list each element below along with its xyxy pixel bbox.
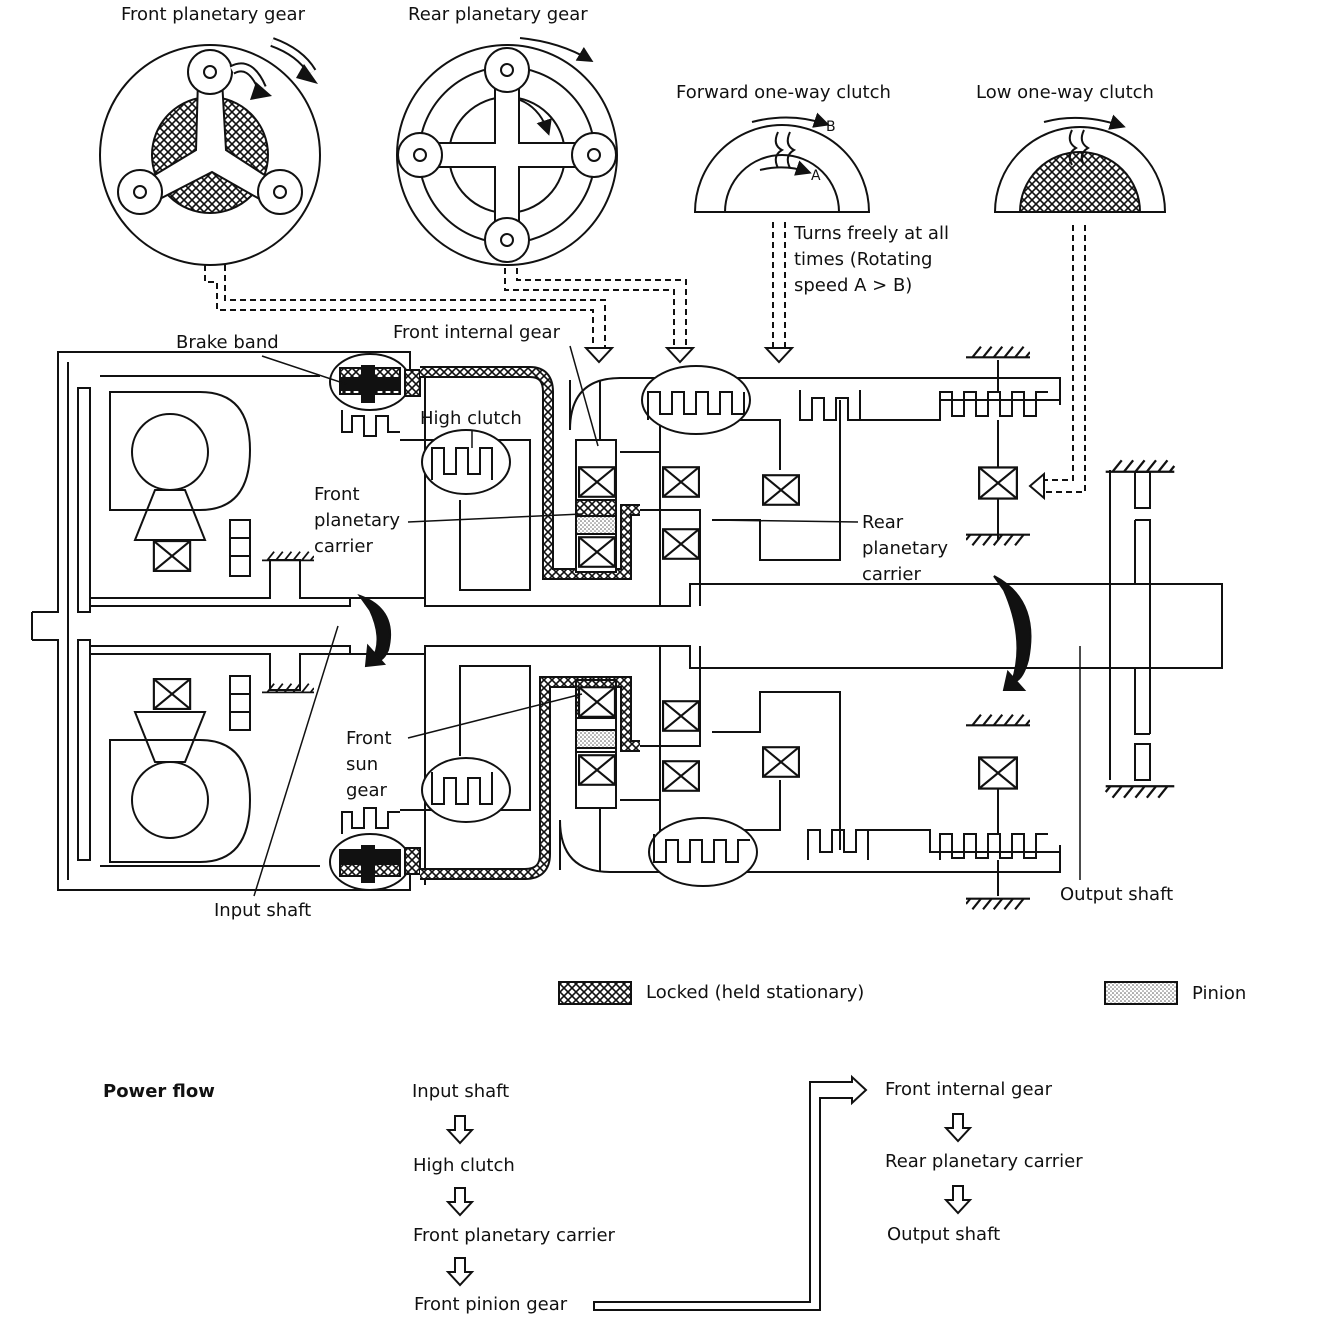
forward-one-way-clutch-label: Forward one-way clutch: [676, 82, 891, 103]
main-shaft: [31, 370, 1223, 885]
forward-clutch-note: Turns freely at all times (Rotating spee…: [794, 223, 949, 296]
power-flow-step: Front internal gear: [885, 1079, 1052, 1100]
power-flow-step: Front planetary carrier: [413, 1225, 615, 1246]
rear-planetary-set: [641, 360, 1151, 896]
output-shaft-label: Output shaft: [1060, 884, 1174, 905]
point-b-label: B: [826, 119, 836, 135]
rear-planetary-gear-label: Rear planetary gear: [408, 4, 588, 25]
legend-locked-label: Locked (held stationary): [646, 982, 865, 1003]
high-clutch: [421, 429, 511, 823]
torque-converter: [32, 351, 411, 891]
front-planetary-set: [559, 377, 1061, 873]
power-flow-step: High clutch: [413, 1155, 515, 1176]
forward-one-way-clutch-illustration: [693, 112, 871, 213]
power-flow-heading: Power flow: [103, 1081, 215, 1102]
front-internal-gear-label: Front internal gear: [393, 322, 560, 343]
power-flow-step: Rear planetary carrier: [885, 1151, 1083, 1172]
legend-locked-swatch: [558, 981, 632, 1005]
low-one-way-clutch-label: Low one-way clutch: [976, 82, 1154, 103]
input-shaft-label: Input shaft: [214, 900, 312, 921]
front-planetary-carrier-label: Front planetary carrier: [314, 484, 401, 557]
brake-band-label: Brake band: [176, 332, 279, 353]
legend-pinion-swatch: [1104, 981, 1178, 1005]
high-clutch-label: High clutch: [420, 408, 522, 429]
power-flow-step: Front pinion gear: [414, 1294, 568, 1315]
rear-planetary-gear-illustration: [396, 37, 618, 266]
point-a-label: A: [811, 168, 821, 184]
legend-pinion-label: Pinion: [1192, 983, 1247, 1004]
power-flow-arrows: [445, 1074, 973, 1311]
dashed-arrow-heads: [583, 347, 1045, 501]
shaft-rotation-arrows: [357, 575, 1032, 691]
leader-lines: [253, 345, 1081, 897]
dashed-connectors: [204, 222, 1086, 493]
low-one-way-clutch-illustration: [993, 114, 1167, 213]
front-planetary-gear-label: Front planetary gear: [121, 4, 305, 25]
front-planetary-gear-illustration: [99, 37, 321, 266]
power-flow-step: Input shaft: [412, 1081, 510, 1102]
front-sun-gear-label: Front sun gear: [346, 728, 392, 801]
power-flow-step: Output shaft: [887, 1224, 1001, 1245]
rear-planetary-carrier-label: Rear planetary carrier: [862, 512, 949, 585]
